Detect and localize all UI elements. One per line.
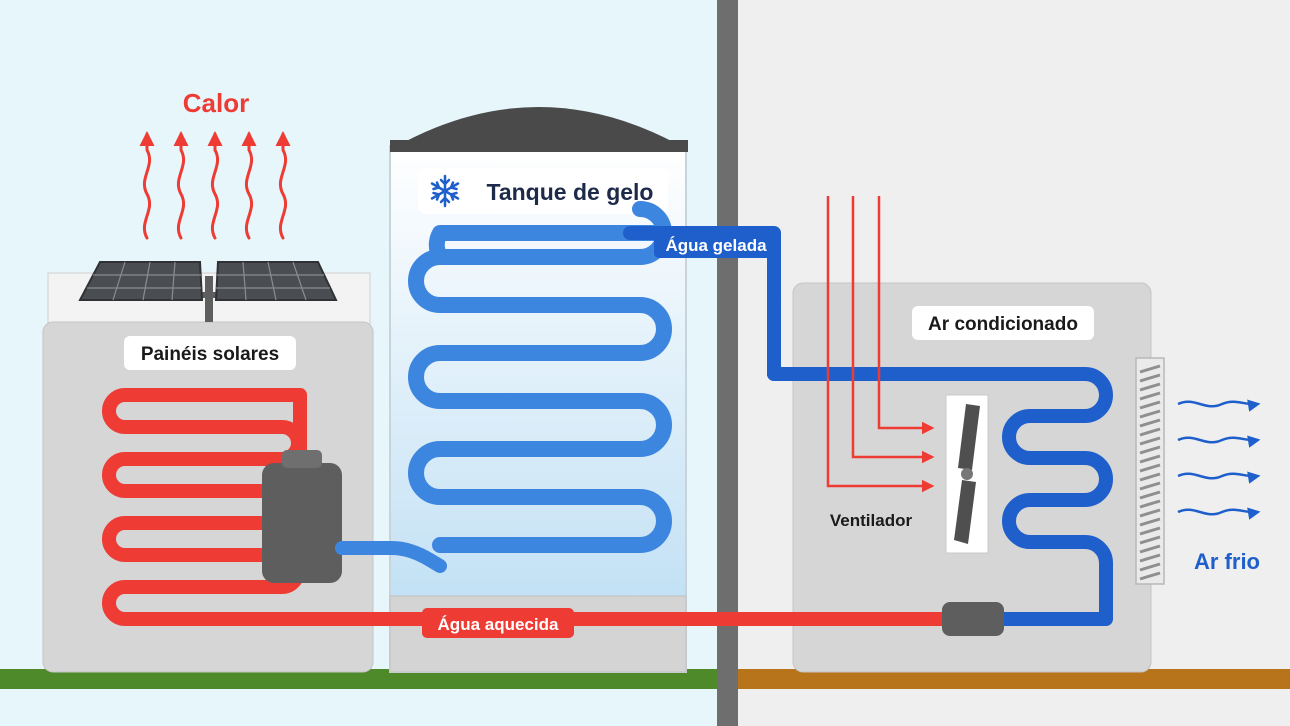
grille-slat [1139,418,1161,428]
cold-air-wave [1177,507,1261,520]
grille-slat [1139,463,1161,473]
grille-slat [1139,571,1161,581]
ice-tank-lid-rim [390,140,688,152]
heat-waves [139,131,291,240]
chilled-water-label-box [654,230,778,258]
grille-slat [1139,382,1161,392]
grass-strip [0,669,717,689]
grille-slat [1139,391,1161,401]
fan-label: Ventilador [830,511,913,530]
chilled-water-label: Água gelada [665,236,767,255]
grille-slat [1139,472,1161,482]
pump-cap [282,450,322,468]
snowflake-icon [430,174,460,208]
grille-slat [1139,373,1161,383]
ac-cooling-coil [813,367,1113,626]
grille-slat [1139,526,1161,536]
solar-panel-array [78,261,338,322]
grille-slat [1139,508,1161,518]
air-inflow-arrow [851,196,935,464]
grille-slat [1139,445,1161,455]
wall-divider [717,0,738,726]
cold-air-wave [1177,399,1261,412]
grille-slat [1139,364,1161,374]
air-conditioner-label: Ar condicionado [928,314,1078,335]
chilled-water-riser [767,293,837,381]
heat-wave [139,131,155,240]
vent-grille [1135,357,1165,585]
cold-air-outflow-arrows [1177,399,1261,520]
heat-wave [241,131,257,240]
heat-wave [275,131,291,240]
grille-slat [1139,517,1161,527]
grille-slat [1139,535,1161,545]
grille-slat [1139,427,1161,437]
pump-to-tank-pipe [335,541,447,573]
solar-panel-right [214,261,338,301]
ice-tank-lid [390,107,688,150]
grille-slat [1139,409,1161,419]
pump-body [262,463,342,583]
grille-slat [1139,562,1161,572]
heat-wave [207,131,223,240]
grille-slat [1139,481,1161,491]
grille-slat [1139,436,1161,446]
heated-water-label-box [422,608,574,638]
grille-slat [1139,454,1161,464]
air-conditioner-label-box [912,306,1094,340]
solar-panels-label: Painéis solares [141,344,279,365]
fan-icon [954,404,980,544]
grille-slat [1139,499,1161,509]
heat-wave [173,131,189,240]
heat-label: Calor [183,88,249,118]
solar-panels-label-box [124,336,296,370]
floor-strip [738,669,1290,689]
air-inflow-arrow [877,196,935,435]
tank-inner-coil-top [428,225,663,265]
grille-slat [1139,400,1161,410]
cold-air-wave [1177,471,1261,484]
cold-air-label: Ar frio [1194,549,1260,574]
solar-panel-left [78,261,204,301]
warm-air-inflow-arrows [826,196,935,493]
heated-water-label: Água aquecida [438,615,559,634]
grille-slat [1139,490,1161,500]
valve-connector [942,602,1004,636]
air-inflow-arrow [826,196,935,493]
grille-slat [1139,553,1161,563]
ice-tank-label-box [418,168,668,214]
panel-mount-bar [190,292,228,298]
grille-slat [1139,544,1161,554]
cold-air-wave [1177,435,1261,448]
panel-mount-post [205,276,213,322]
tank-cooling-coil [408,201,672,553]
ice-tank-label: Tanque de gelo [487,179,654,205]
